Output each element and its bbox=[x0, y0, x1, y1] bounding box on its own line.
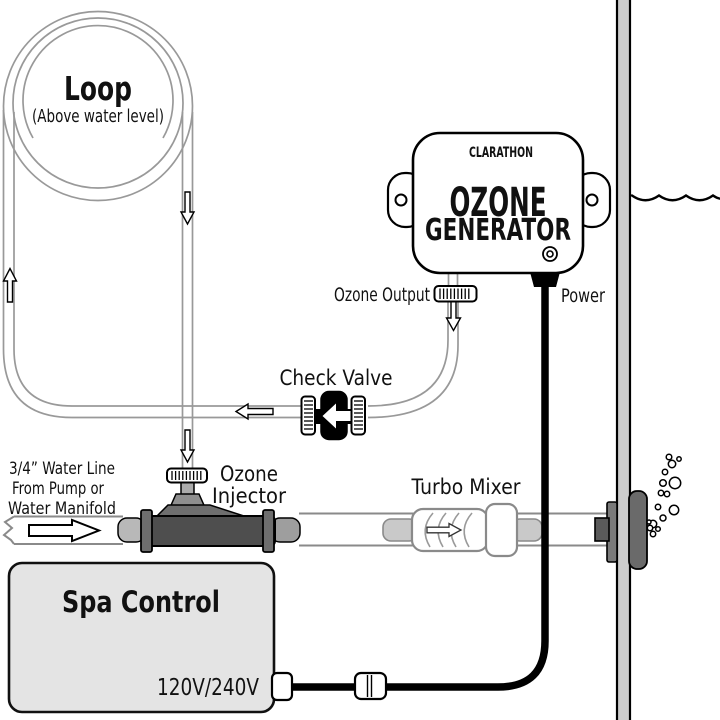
voltage-label: 120V/240V bbox=[157, 675, 259, 701]
check-valve-label: Check Valve bbox=[280, 366, 393, 391]
flow-arrow-down-loop-icon bbox=[179, 191, 196, 226]
flow-arrow-up-left-icon bbox=[2, 266, 18, 303]
spa-control-box: Spa Control 120V/240V bbox=[7, 561, 276, 714]
check-valve bbox=[300, 390, 366, 441]
barb-fitting-icon bbox=[300, 395, 316, 436]
flow-arrows bbox=[2, 191, 462, 464]
loop-subtitle: (Above water level) bbox=[32, 107, 164, 127]
water-plumbing bbox=[2, 453, 682, 570]
power-cord bbox=[270, 284, 549, 702]
loop-coil bbox=[2, 10, 302, 469]
turbo-mixer bbox=[382, 502, 543, 558]
injector-label-line1: Ozone bbox=[220, 462, 278, 487]
mixer-collar bbox=[484, 502, 519, 558]
flow-arrow-right-icon bbox=[28, 518, 102, 543]
barb-fitting-icon bbox=[166, 467, 208, 484]
spa-wall bbox=[615, 0, 632, 720]
spa-plug-icon bbox=[270, 671, 294, 702]
generator-brand: CLARATHON bbox=[469, 145, 533, 161]
check-valve-arrow-icon bbox=[322, 403, 353, 429]
water-line-label-line3: Water Manifold bbox=[8, 499, 116, 518]
flow-arrow-left-icon bbox=[234, 402, 274, 421]
inline-connector-icon bbox=[353, 671, 388, 701]
turbo-mixer-label: Turbo Mixer bbox=[411, 475, 521, 500]
pipe-break-icon bbox=[2, 515, 15, 545]
generator-box bbox=[411, 131, 585, 275]
generator-title-line1: OZONE bbox=[450, 180, 547, 226]
flow-arrow-down-injector-icon bbox=[179, 429, 196, 464]
injector-label-line2: Injector bbox=[212, 484, 286, 509]
ozone-output-label: Ozone Output bbox=[334, 285, 430, 306]
power-label: Power bbox=[561, 286, 605, 307]
water-line-label-line2: From Pump or bbox=[12, 479, 104, 498]
bubbles-icon bbox=[646, 453, 682, 538]
jet-fitting bbox=[594, 490, 648, 570]
barb-fitting-icon bbox=[350, 395, 366, 436]
flow-arrow-down-output-icon bbox=[445, 299, 462, 332]
ozone-generator: CLARATHON OZONE GENERATOR bbox=[386, 131, 612, 303]
loop-title: Loop bbox=[64, 69, 132, 108]
water-line-label-line1: 3/4” Water Line bbox=[9, 459, 115, 478]
generator-title-line2: GENERATOR bbox=[425, 213, 571, 248]
ozone-injector bbox=[117, 467, 301, 553]
power-cord-grommet-icon bbox=[530, 272, 560, 287]
flow-arrow-right-small-icon bbox=[426, 522, 463, 538]
water-surface-icon bbox=[630, 194, 720, 202]
barb-fitting-icon bbox=[433, 285, 478, 303]
ozone-output-tube bbox=[367, 273, 459, 419]
spa-control-label: Spa Control bbox=[62, 585, 220, 619]
indicator-light-icon bbox=[542, 246, 558, 262]
